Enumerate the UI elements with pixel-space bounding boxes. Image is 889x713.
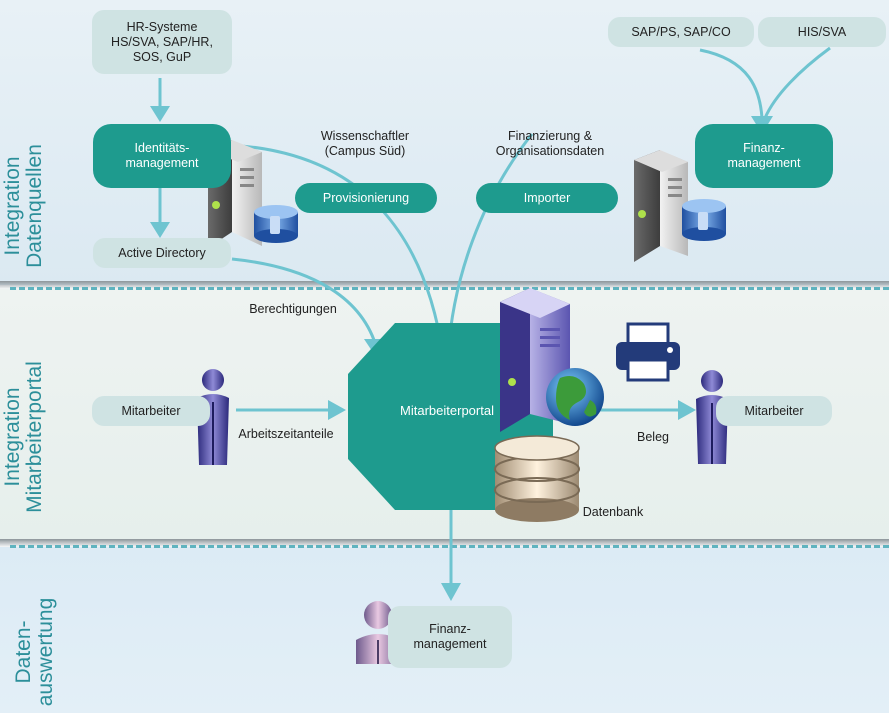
node-provisionierung: Provisionierung xyxy=(295,183,437,213)
node-active-directory: Active Directory xyxy=(93,238,231,268)
database-portal-icon xyxy=(494,435,580,522)
node-sap: SAP/PS, SAP/CO xyxy=(608,17,754,47)
node-hr-systeme: HR-Systeme HS/SVA, SAP/HR, SOS, GuP xyxy=(92,10,232,74)
node-finanzmanagement-bottom: Finanz- management xyxy=(388,606,512,668)
node-his-sva: HIS/SVA xyxy=(758,17,886,47)
node-identitaetsmanagement: Identitäts- management xyxy=(93,124,231,188)
edge-label-arbeitszeitanteile: Arbeitszeitanteile xyxy=(238,427,334,441)
database-left-icon xyxy=(254,205,298,243)
node-mitarbeiter-right: Mitarbeiter xyxy=(716,396,832,426)
edge-label-finanzierung: Finanzierung & Organisationsdaten xyxy=(495,129,605,158)
edge-label-wissenschaftler: Wissenschaftler (Campus Süd) xyxy=(320,129,410,158)
node-finanzmanagement-top: Finanz- management xyxy=(695,124,833,188)
server-right-icon xyxy=(634,150,688,262)
printer-icon xyxy=(616,322,680,382)
label-datenbank: Datenbank xyxy=(582,505,644,519)
dashed-separator xyxy=(10,287,889,290)
globe-icon xyxy=(546,368,604,426)
edge-label-beleg: Beleg xyxy=(637,430,669,444)
node-mitarbeiterportal: Mitarbeiterportal xyxy=(400,403,494,418)
band-separator-shadow xyxy=(0,281,889,289)
edge-label-berechtigungen: Berechtigungen xyxy=(249,302,337,316)
node-mitarbeiter-left: Mitarbeiter xyxy=(92,396,210,426)
node-importer: Importer xyxy=(476,183,618,213)
database-right-icon xyxy=(682,199,726,241)
band-separator-shadow xyxy=(0,539,889,547)
